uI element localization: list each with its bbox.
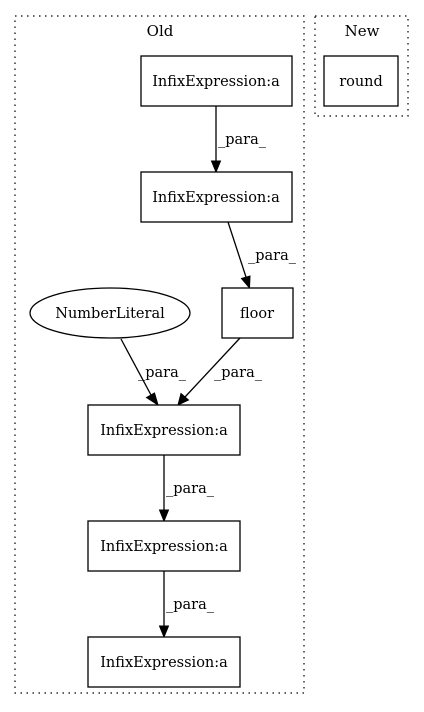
edge-floor-infix3: _para_ bbox=[177, 337, 263, 406]
node-infix-expression-3: InfixExpression:a bbox=[87, 404, 241, 456]
cluster-new: New bbox=[314, 15, 409, 117]
edge-infix2-floor: _para_ bbox=[227, 221, 297, 290]
node-infix-expression-4: InfixExpression:a bbox=[87, 520, 241, 572]
node-label: floor bbox=[240, 306, 274, 322]
node-infix-expression-5: InfixExpression:a bbox=[87, 636, 241, 688]
edge-infix4-infix5: _para_ bbox=[158, 571, 215, 639]
cluster-old: Old bbox=[14, 15, 305, 694]
edge-label: _para_ bbox=[166, 597, 215, 613]
node-label: InfixExpression:a bbox=[152, 74, 280, 90]
edge-label: _para_ bbox=[138, 365, 187, 381]
node-infix-expression-1: InfixExpression:a bbox=[140, 55, 293, 107]
cluster-new-label: New bbox=[345, 22, 380, 40]
node-number-literal: NumberLiteral bbox=[29, 287, 191, 339]
node-label: InfixExpression:a bbox=[100, 539, 228, 555]
node-label: InfixExpression:a bbox=[100, 423, 228, 439]
edge-infix3-infix4: _para_ bbox=[158, 455, 215, 523]
edge-numberliteral-infix3: _para_ bbox=[120, 338, 187, 407]
node-label: NumberLiteral bbox=[55, 306, 165, 322]
node-label: InfixExpression:a bbox=[100, 655, 228, 671]
edge-label: _para_ bbox=[214, 365, 263, 381]
node-infix-expression-2: InfixExpression:a bbox=[140, 171, 293, 223]
edge-infix1-infix2: _para_ bbox=[210, 106, 267, 174]
node-floor: floor bbox=[221, 287, 294, 339]
cluster-old-label: Old bbox=[147, 22, 174, 40]
edge-label: _para_ bbox=[248, 248, 297, 264]
node-label: InfixExpression:a bbox=[152, 190, 280, 206]
node-label: round bbox=[339, 74, 383, 90]
edge-label: _para_ bbox=[218, 132, 267, 148]
edge-label: _para_ bbox=[166, 481, 215, 497]
node-round: round bbox=[323, 55, 399, 107]
